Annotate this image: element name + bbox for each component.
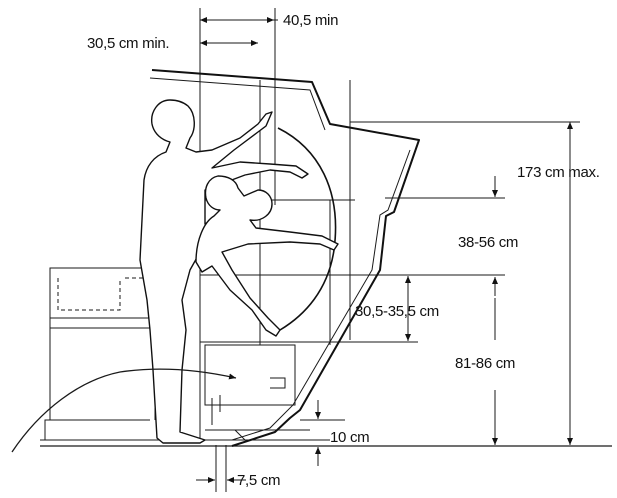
label-38-56-cm: 38-56 cm <box>458 234 518 251</box>
dim-173-cm-max: 173 cm max. <box>350 121 600 445</box>
settee-module <box>49 267 156 420</box>
label-10-cm: 10 cm <box>330 429 369 446</box>
dim-10-cm: 10 cm <box>300 400 370 466</box>
label-30-5-35-5-cm: 30,5-35,5 cm <box>355 303 439 320</box>
flow-arrow <box>11 368 237 453</box>
label-7-5-cm: 7,5 cm <box>237 472 280 489</box>
reach-envelope-arc <box>277 127 337 331</box>
dim-7-5-cm: 7,5 cm <box>196 445 281 492</box>
label-40-5-min: 40,5 min <box>283 12 338 29</box>
label-173-cm-max: 173 cm max. <box>517 164 600 181</box>
label-30-5-cm-min: 30,5 cm min. <box>87 35 169 52</box>
dim-38-56-cm: 38-56 cm <box>385 176 518 296</box>
dim-30-5-35-5-cm: 30,5-35,5 cm <box>350 274 505 343</box>
deck-floor <box>40 419 612 447</box>
dim-40-5-min: 40,5 min <box>200 12 338 29</box>
label-81-86-cm: 81-86 cm <box>455 355 515 372</box>
hull-outline <box>149 69 420 447</box>
dim-81-86-cm: 81-86 cm <box>455 298 515 445</box>
seated-figure <box>195 175 339 337</box>
dim-30-5-cm-min: 30,5 cm min. <box>87 35 258 52</box>
